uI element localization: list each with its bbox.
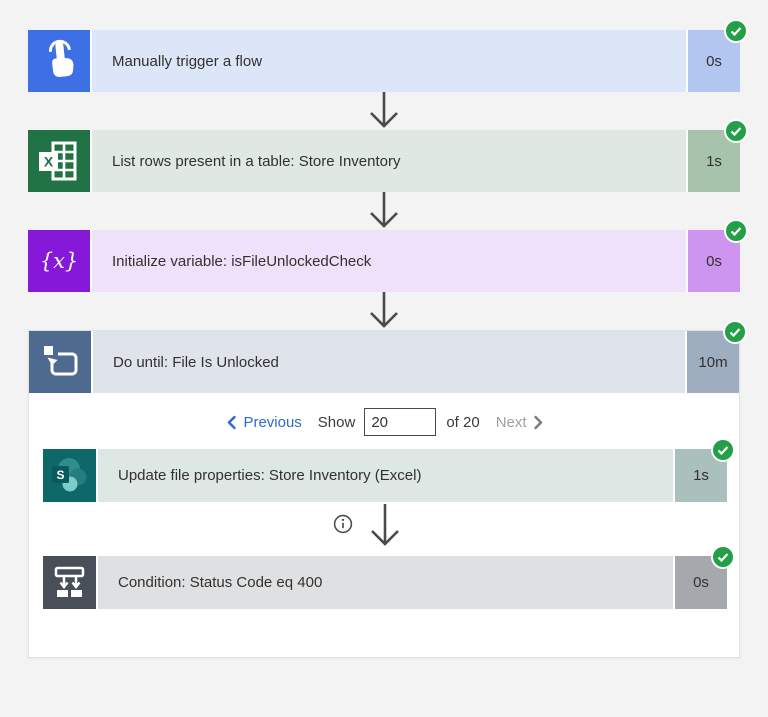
do-until-scope: Do until: File Is Unlocked 10m Previous … — [28, 320, 747, 658]
variable-icon: {x} — [28, 230, 90, 292]
connector-arrow — [28, 92, 740, 130]
success-badge-icon — [711, 545, 735, 569]
success-badge-icon — [724, 19, 748, 43]
success-badge-icon — [723, 320, 747, 344]
of-total-label: of 20 — [446, 413, 480, 431]
action-title: Initialize variable: isFileUnlockedCheck — [112, 252, 372, 270]
action-title: Manually trigger a flow — [112, 52, 263, 70]
success-badge-icon — [724, 219, 748, 243]
previous-page-button[interactable]: Previous — [226, 413, 302, 431]
connector-arrow — [28, 192, 740, 230]
success-badge-icon — [724, 119, 748, 143]
action-duration: 0s — [688, 230, 740, 292]
chevron-left-icon — [228, 415, 237, 429]
action-duration: 10m — [687, 331, 739, 393]
svg-text:S: S — [56, 468, 64, 482]
next-label: Next — [495, 413, 527, 431]
action-card-update-file-properties[interactable]: S Update file properties: Store Inventor… — [43, 438, 735, 502]
info-icon[interactable] — [333, 514, 353, 534]
chevron-right-icon — [533, 415, 542, 429]
success-badge-icon — [711, 438, 735, 462]
action-title: Update file properties: Store Inventory … — [118, 467, 422, 484]
condition-branch-icon — [43, 556, 96, 609]
next-page-button[interactable]: Next — [496, 414, 544, 431]
action-card-list-rows[interactable]: X List rows present in a table: Store In… — [28, 119, 748, 192]
action-card-manual-trigger[interactable]: Manually trigger a flow 0s — [28, 19, 748, 92]
action-title: Do until: File Is Unlocked — [113, 353, 279, 371]
previous-label: Previous — [243, 413, 302, 431]
svg-text:{x}: {x} — [40, 249, 79, 273]
action-card-initialize-variable[interactable]: {x} Initialize variable: isFileUnlockedC… — [28, 219, 748, 292]
do-until-loop-icon — [29, 331, 91, 393]
svg-text:X: X — [44, 154, 54, 170]
scope-bottom-spacer — [43, 609, 727, 657]
connector-arrow — [43, 502, 727, 556]
connector-arrow — [28, 292, 740, 330]
action-title: Condition: Status Code eq 400 — [118, 574, 323, 591]
excel-icon: X — [28, 130, 90, 192]
action-title: List rows present in a table: Store Inve… — [112, 152, 401, 170]
page-size-input[interactable] — [364, 408, 437, 436]
sharepoint-icon: S — [43, 449, 96, 502]
action-card-do-until[interactable]: Do until: File Is Unlocked 10m — [29, 320, 747, 393]
manual-trigger-icon — [28, 30, 90, 92]
loop-iteration-pagination: Previous Show of 20 Next — [43, 408, 727, 436]
flow-canvas: Manually trigger a flow 0s X List rows p… — [28, 19, 748, 658]
action-card-condition[interactable]: Condition: Status Code eq 400 0s — [43, 545, 735, 609]
show-label: Show — [317, 413, 356, 431]
